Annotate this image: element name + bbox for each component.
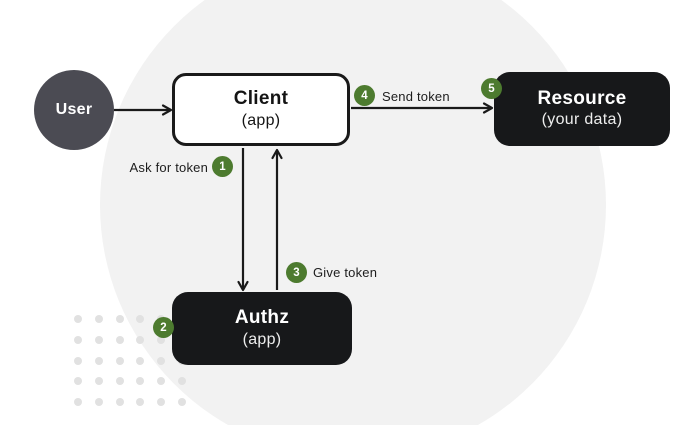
decorative-dot bbox=[74, 377, 82, 386]
decorative-dot bbox=[94, 356, 103, 365]
decorative-dot bbox=[157, 398, 166, 407]
decorative-dot bbox=[74, 398, 82, 407]
node-authz: Authz (app) bbox=[172, 292, 352, 365]
decorative-dot bbox=[136, 356, 145, 365]
decorative-dot bbox=[115, 377, 124, 386]
decorative-dot bbox=[94, 335, 103, 344]
decorative-dot bbox=[136, 377, 145, 386]
decorative-dot bbox=[74, 315, 82, 323]
step-badge-3: 3 bbox=[286, 262, 307, 283]
decorative-dot bbox=[115, 315, 124, 323]
decorative-dot bbox=[115, 335, 124, 344]
node-client: Client (app) bbox=[172, 73, 350, 146]
node-client-title: Client bbox=[233, 88, 289, 110]
node-user-label: User bbox=[55, 101, 93, 119]
decorative-dot bbox=[136, 398, 145, 407]
decorative-dot bbox=[94, 315, 103, 323]
decorative-dot bbox=[74, 335, 82, 344]
label-ask-for-token: Ask for token bbox=[129, 160, 208, 175]
decorative-dot bbox=[157, 356, 166, 365]
node-user: User bbox=[34, 70, 114, 150]
step-badge-2: 2 bbox=[153, 317, 174, 338]
step-badge-5: 5 bbox=[481, 78, 502, 99]
label-give-token: Give token bbox=[313, 265, 378, 280]
node-resource-subtitle: (your data) bbox=[541, 111, 623, 129]
decorative-dot bbox=[74, 356, 82, 365]
decorative-dot bbox=[157, 377, 166, 386]
decorative-dot bbox=[136, 335, 145, 344]
node-resource: Resource (your data) bbox=[494, 72, 670, 146]
decorative-dot bbox=[115, 356, 124, 365]
decorative-dot bbox=[115, 398, 124, 407]
label-send-token: Send token bbox=[382, 89, 450, 104]
decorative-dot bbox=[178, 377, 186, 386]
step-badge-4: 4 bbox=[354, 85, 375, 106]
node-authz-title: Authz bbox=[234, 307, 290, 329]
node-resource-title: Resource bbox=[537, 87, 627, 109]
node-authz-subtitle: (app) bbox=[242, 330, 282, 348]
decorative-dot bbox=[136, 315, 145, 323]
decorative-dot bbox=[157, 335, 166, 344]
decorative-dot bbox=[94, 377, 103, 386]
decorative-dot bbox=[94, 398, 103, 407]
step-badge-1: 1 bbox=[212, 156, 233, 177]
node-client-subtitle: (app) bbox=[241, 111, 281, 129]
decorative-dot bbox=[178, 398, 186, 407]
